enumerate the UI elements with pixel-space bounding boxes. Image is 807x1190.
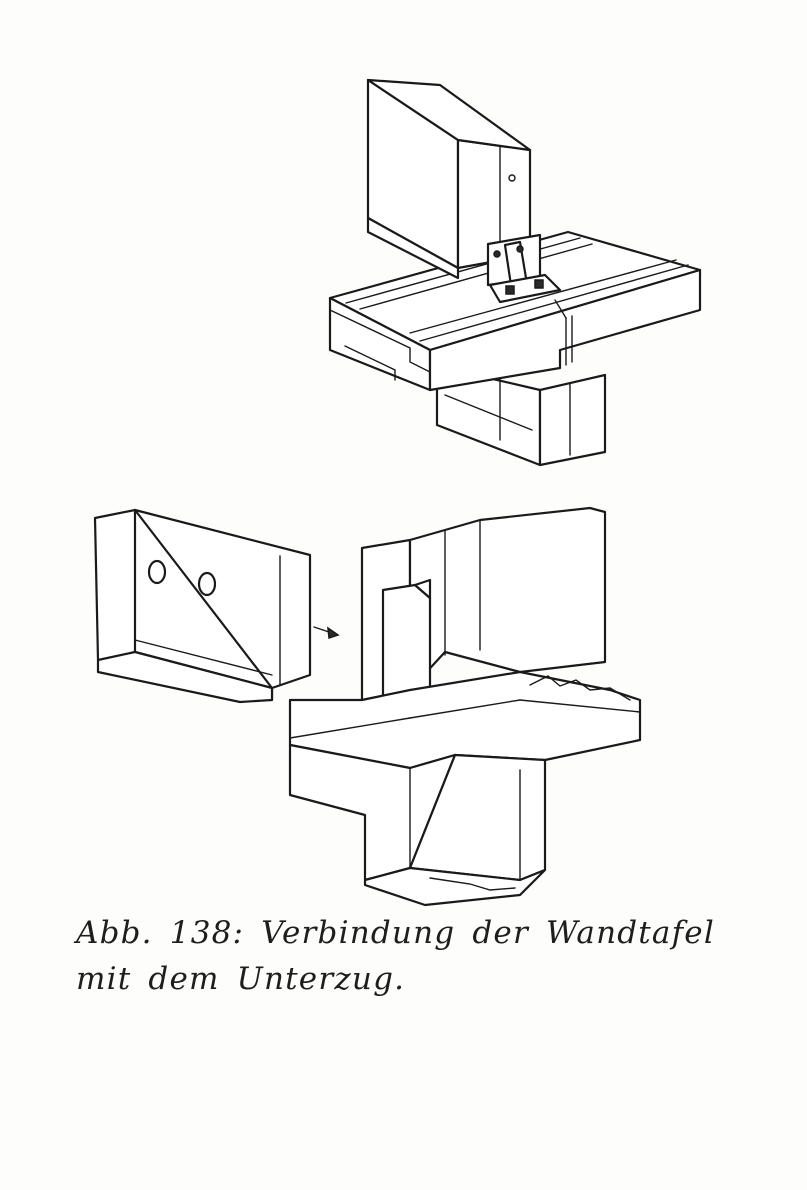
upper-wall-panel — [366, 78, 532, 280]
insertion-arrow — [313, 626, 340, 640]
upper-steel-bracket — [486, 233, 562, 304]
figure-caption: Abb. 138: Verbindung der Wandtafel mit d… — [76, 910, 716, 1002]
caption-line-1: Abb. 138: Verbindung der Wandtafel — [76, 915, 715, 951]
upper-slab — [328, 230, 702, 392]
detached-panel-piece — [93, 508, 312, 704]
lower-assembly-drawing — [93, 506, 642, 907]
upper-beam-lower-part — [435, 364, 607, 467]
upper-assembly-drawing — [328, 78, 702, 467]
cross-joint-block — [288, 506, 642, 907]
caption-line-2: mit dem Unterzug. — [76, 961, 406, 997]
